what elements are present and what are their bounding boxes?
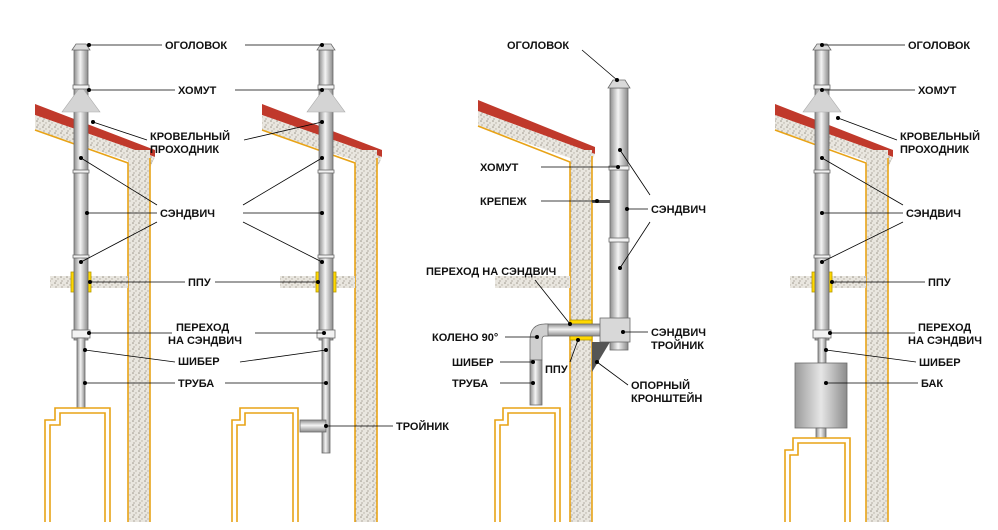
d1-label-homut: ХОМУТ xyxy=(178,85,217,97)
wall xyxy=(866,150,888,522)
d1-label-perehod-1: ПЕРЕХОД xyxy=(176,322,229,334)
d1-label-sendvich: СЭНДВИЧ xyxy=(160,208,215,220)
d4-label-krovelny-2: ПРОХОДНИК xyxy=(900,144,969,156)
d4-label-perehod-1: ПЕРЕХОД xyxy=(918,322,971,334)
roof-insulation xyxy=(35,115,155,168)
d1-label-truba: ТРУБА xyxy=(178,378,214,390)
support-bracket xyxy=(592,342,610,372)
stove xyxy=(44,407,111,522)
stove xyxy=(784,437,851,522)
diagram-2 xyxy=(231,43,382,522)
label-texts: ОГОЛОВОК ХОМУТ КРОВЕЛЬНЫЙ ПРОХОДНИК СЭНД… xyxy=(150,40,982,433)
roof-insulation xyxy=(478,111,595,165)
labels-diagram-3 xyxy=(500,49,651,386)
d3-label-shiber: ШИБЕР xyxy=(452,357,494,369)
d3-label-perehod: ПЕРЕХОД НА СЭНДВИЧ xyxy=(426,266,556,278)
d3-label-krepezh: КРЕПЕЖ xyxy=(480,196,527,208)
flue-pipe xyxy=(529,359,543,406)
d1-label-krovelny-1: КРОВЕЛЬНЫЙ xyxy=(150,130,230,143)
wall xyxy=(355,150,377,522)
d1-label-shiber: ШИБЕР xyxy=(178,356,220,368)
d4-label-perehod-2: НА СЭНДВИЧ xyxy=(908,335,982,347)
roof xyxy=(478,100,595,154)
d1-label-ogolovok: ОГОЛОВОК xyxy=(165,40,227,52)
sandwich-tee xyxy=(599,317,631,343)
labels-diagram-1 xyxy=(79,43,185,385)
chimney-pipe xyxy=(609,87,629,351)
d3-label-koleno: КОЛЕНО 90° xyxy=(432,332,498,344)
d3-label-sendvich-troynik-2: ТРОЙНИК xyxy=(651,339,704,352)
roof-flashing xyxy=(802,85,842,113)
d1-label-krovelny-2: ПРОХОДНИК xyxy=(150,144,219,156)
labels-diagram-2 xyxy=(215,43,393,428)
flue-pipe xyxy=(321,337,331,454)
d4-label-krovelny-1: КРОВЕЛЬНЫЙ xyxy=(900,130,980,143)
d2-label-troynik: ТРОЙНИК xyxy=(396,420,449,433)
stove xyxy=(494,407,561,522)
d4-label-ogolovok: ОГОЛОВОК xyxy=(908,40,970,52)
roof xyxy=(35,104,155,157)
roof-insulation xyxy=(775,115,893,168)
d3-label-sendvich: СЭНДВИЧ xyxy=(651,204,706,216)
d4-label-sendvich: СЭНДВИЧ xyxy=(906,208,961,220)
elbow-90 xyxy=(529,323,549,361)
cap xyxy=(607,79,631,89)
diagram-4 xyxy=(774,43,893,522)
d3-label-kronshteyn-1: ОПОРНЫЙ xyxy=(631,379,690,392)
d3-label-ogolovok: ОГОЛОВОК xyxy=(507,40,569,52)
tank xyxy=(794,362,848,429)
wall-outline xyxy=(34,129,129,522)
transition xyxy=(316,329,336,339)
diagram-3 xyxy=(477,79,631,522)
d4-label-ppu: ППУ xyxy=(928,277,951,289)
d1-label-perehod-2: НА СЭНДВИЧ xyxy=(168,335,242,347)
d3-label-ppu: ППУ xyxy=(545,364,568,376)
cap xyxy=(71,43,91,51)
wall-fastener xyxy=(592,200,610,203)
d1-label-ppu: ППУ xyxy=(188,277,211,289)
diagram-1 xyxy=(34,43,155,522)
floor-slab xyxy=(495,276,570,288)
d3-label-truba: ТРУБА xyxy=(452,378,488,390)
stove xyxy=(231,407,299,522)
d3-label-sendvich-troynik-1: СЭНДВИЧ xyxy=(651,327,706,339)
wall xyxy=(128,150,150,522)
roof xyxy=(775,104,893,157)
roof-flashing xyxy=(306,85,346,113)
roof-flashing xyxy=(61,85,101,113)
tee xyxy=(299,419,327,433)
d3-label-kronshteyn-2: КРОНШТЕЙН xyxy=(631,392,702,405)
d4-label-bak: БАК xyxy=(921,378,943,390)
d3-label-homut: ХОМУТ xyxy=(480,162,519,174)
d4-label-shiber: ШИБЕР xyxy=(919,357,961,369)
d4-label-homut: ХОМУТ xyxy=(918,85,957,97)
labels-diagram-4 xyxy=(820,43,925,385)
